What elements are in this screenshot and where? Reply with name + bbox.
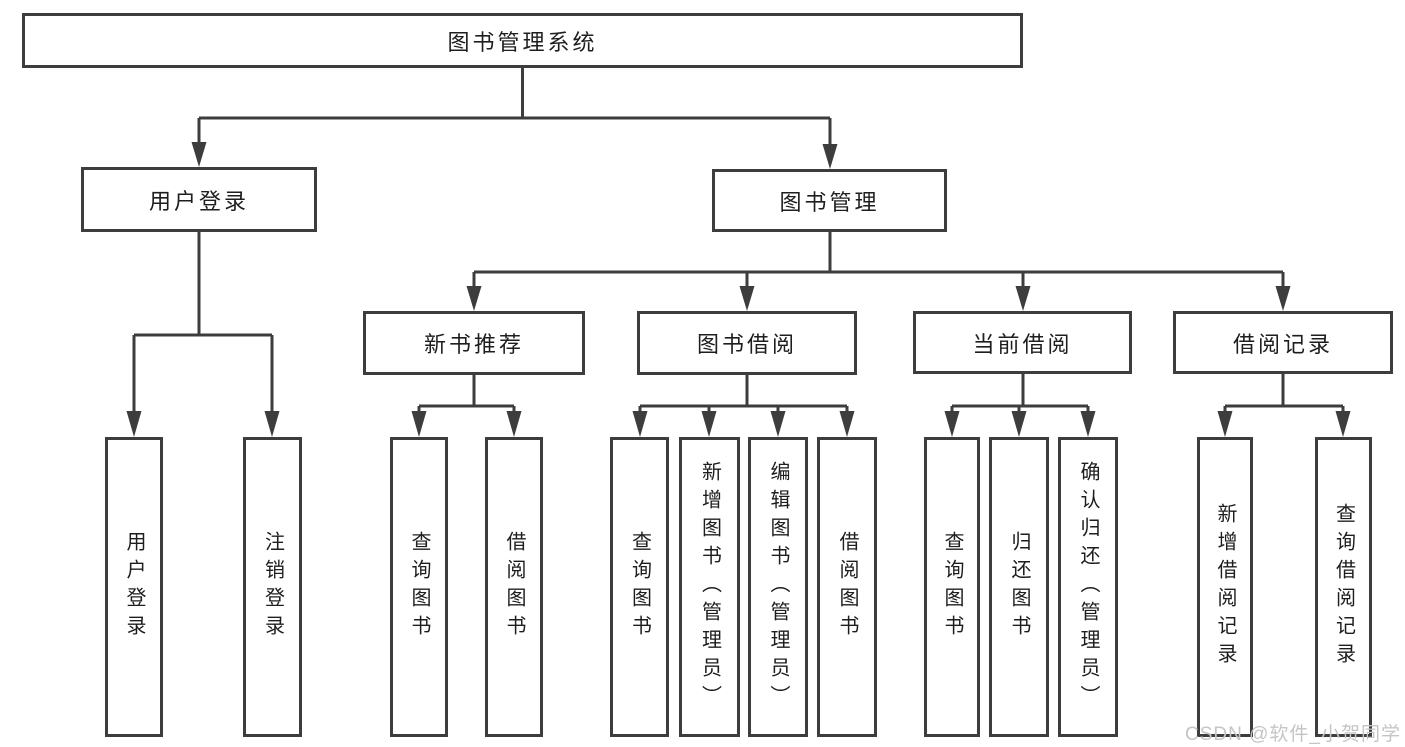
node-label: 查询图书 bbox=[628, 531, 651, 643]
node-label: 编辑图书（管理员） bbox=[767, 461, 789, 713]
connector-newbook-to-leaves bbox=[417, 375, 516, 412]
leaf-query-books-recommend: 查询图书 bbox=[390, 437, 448, 737]
leaf-borrow-books: 借阅图书 bbox=[817, 437, 877, 737]
leaf-return-books: 归还图书 bbox=[989, 437, 1049, 737]
node-label: 借阅图书 bbox=[836, 531, 858, 643]
node-label: 用户登录 bbox=[123, 531, 145, 643]
node-book-borrow: 图书借阅 bbox=[637, 311, 857, 375]
node-label: 借阅图书 bbox=[503, 531, 525, 643]
leaf-edit-books-admin: 编辑图书（管理员） bbox=[748, 437, 808, 737]
node-label: 借阅记录 bbox=[1232, 331, 1333, 357]
leaf-query-books-borrow: 查询图书 bbox=[610, 437, 669, 737]
node-label: 当前借阅 bbox=[972, 331, 1073, 357]
leaf-user-login: 用户登录 bbox=[105, 437, 163, 737]
node-label: 图书管理 bbox=[779, 189, 880, 215]
node-label: 图书借阅 bbox=[696, 332, 797, 357]
connector-bookborrow-to-leaves bbox=[638, 375, 849, 412]
leaf-query-borrow-record: 查询借阅记录 bbox=[1315, 437, 1372, 737]
node-new-book-recommend: 新书推荐 bbox=[363, 311, 585, 375]
csdn-watermark: CSDN @软件_小贺同学 bbox=[1185, 724, 1401, 745]
node-label: 查询图书 bbox=[408, 531, 430, 643]
leaf-logout: 注销登录 bbox=[243, 437, 302, 737]
node-label: 归还图书 bbox=[1008, 531, 1030, 643]
node-current-borrow: 当前借阅 bbox=[913, 311, 1132, 374]
node-label: 新书推荐 bbox=[423, 332, 524, 357]
leaf-confirm-return-admin: 确认归还（管理员） bbox=[1058, 437, 1118, 737]
node-label: 查询图书 bbox=[941, 531, 963, 643]
leaf-borrow-books-recommend: 借阅图书 bbox=[485, 437, 543, 737]
connector-userlogin-to-leaves bbox=[132, 232, 274, 412]
node-label: 新增图书（管理员） bbox=[698, 461, 721, 713]
leaf-add-borrow-record: 新增借阅记录 bbox=[1197, 437, 1253, 737]
node-label: 用户登录 bbox=[148, 188, 249, 214]
node-label: 新增借阅记录 bbox=[1214, 503, 1236, 671]
connector-borrowrecord-to-leaves bbox=[1223, 374, 1345, 412]
node-label: 注销登录 bbox=[261, 531, 284, 643]
node-label: 图书管理系统 bbox=[447, 29, 598, 55]
node-label: 确认归还（管理员） bbox=[1077, 461, 1099, 713]
connector-bookmgmt-to-level3 bbox=[472, 232, 1285, 287]
leaf-query-books-current: 查询图书 bbox=[924, 437, 980, 737]
arrowhead-icons bbox=[126, 142, 1351, 437]
node-user-login: 用户登录 bbox=[81, 167, 317, 232]
node-borrow-record: 借阅记录 bbox=[1173, 311, 1393, 374]
connector-currentborrow-to-leaves bbox=[950, 374, 1090, 412]
connector-root-to-level2 bbox=[197, 68, 832, 144]
node-root-system: 图书管理系统 bbox=[22, 13, 1023, 68]
node-book-management: 图书管理 bbox=[712, 169, 947, 232]
node-label: 查询借阅记录 bbox=[1332, 503, 1355, 671]
leaf-add-books-admin: 新增图书（管理员） bbox=[679, 437, 740, 737]
